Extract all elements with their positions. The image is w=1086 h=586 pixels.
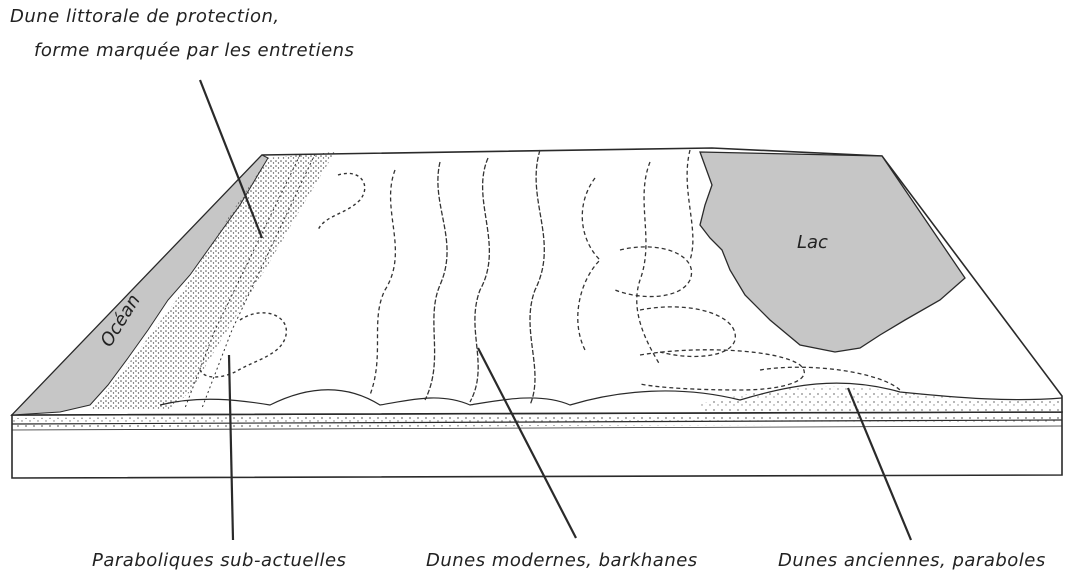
lake-label: Lac xyxy=(797,232,828,253)
modern-dunes-label: Dunes modernes, barkhanes xyxy=(426,550,698,571)
coastal-dune-label-line2: forme marquée par les entretiens xyxy=(34,40,354,61)
parabolic-dunes-label: Paraboliques sub-actuelles xyxy=(92,550,346,571)
coastal-dune-label-line1: Dune littorale de protection, xyxy=(10,6,280,27)
ancient-dunes-label: Dunes anciennes, paraboles xyxy=(778,550,1046,571)
